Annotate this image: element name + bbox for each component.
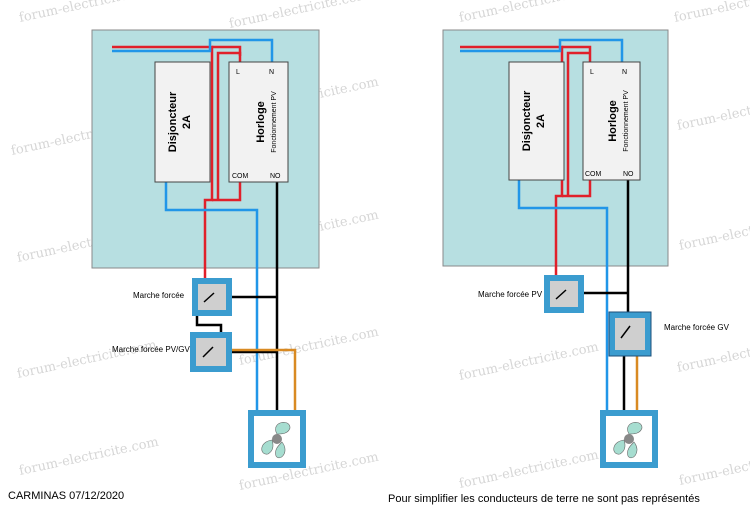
left-clock-title: Horloge — [255, 101, 267, 143]
watermark-text: forum-electricite.com — [678, 445, 750, 489]
watermark-text: forum-electricite.com — [678, 210, 750, 254]
left-com-to-phase — [212, 182, 242, 202]
left-phase-to-clock-L — [212, 45, 242, 62]
left-diagram: Disjoncteur 2A Horloge Fonctionnement PV… — [91, 29, 320, 468]
right-neutral-to-fan — [517, 180, 609, 412]
left-breaker-box — [154, 61, 211, 183]
fan-icon — [613, 422, 643, 459]
right-fan — [600, 410, 658, 468]
right-switch1-label: Marche forcée PV — [478, 290, 543, 299]
watermark-text: forum-electricite.com — [228, 0, 370, 32]
right-neutral-to-clock-N — [554, 38, 624, 62]
left-switch2-label: Marche forcée PV/GV — [112, 345, 190, 354]
watermark-text: forum-electricite.com — [18, 0, 160, 26]
watermark-text: forum-electricite.com — [18, 435, 160, 479]
right-clock-terminal-l: L — [590, 69, 594, 76]
left-breaker-line2: 2A — [181, 115, 193, 129]
watermark-text: forum-electricite.com — [238, 325, 380, 369]
left-fan — [248, 410, 306, 468]
right-diagram: Disjoncteur 2A Horloge Fonctionnement PV… — [442, 29, 730, 468]
left-switch2 — [190, 332, 232, 372]
right-phase-loop — [566, 51, 590, 196]
right-clock-title: Horloge — [607, 100, 619, 142]
left-phase-loop — [216, 51, 242, 200]
right-breaker-line2: 2A — [535, 114, 547, 128]
switch-toggle-icon — [203, 292, 215, 303]
watermark-text: forum-electricite.com — [673, 0, 750, 26]
right-clock-subtitle: Fonctionnement PV — [623, 90, 630, 152]
right-switch1 — [544, 275, 584, 313]
left-switch2-gv — [226, 348, 297, 412]
right-switch2-label: Marche forcée GV — [664, 323, 730, 332]
footer-note: Pour simplifier les conducteurs de terre… — [388, 493, 700, 505]
left-clock-terminal-l: L — [236, 69, 240, 76]
left-clock-box — [228, 61, 289, 183]
left-clock-terminal-n: N — [269, 69, 274, 76]
right-phase-to-clock-L — [562, 45, 592, 62]
right-clock-box — [582, 61, 641, 181]
left-clock-terminal-no: NO — [270, 173, 281, 180]
right-wires — [460, 38, 639, 412]
watermark-text: forum-electricite.com — [458, 340, 600, 384]
switch-toggle-icon — [620, 325, 631, 339]
watermark-text: forum-electricite.com — [458, 0, 600, 26]
right-clock-terminal-n: N — [622, 69, 627, 76]
switch-toggle-icon — [202, 346, 214, 358]
right-breaker-line1: Disjoncteur — [521, 90, 533, 151]
right-com-to-phase — [562, 180, 592, 198]
watermark-text: forum-electricite.com — [676, 332, 750, 376]
switch-toggle-icon — [555, 289, 567, 300]
left-switch1-label: Marche forcée — [133, 291, 185, 300]
left-breaker-line1: Disjoncteur — [167, 91, 179, 152]
right-clock-terminal-com: COM — [585, 171, 602, 178]
right-switch2 — [608, 311, 652, 357]
footer-author: CARMINAS 07/12/2020 — [8, 490, 124, 502]
watermark-text: forum-electricite.com — [676, 90, 750, 134]
right-clock-terminal-no: NO — [623, 171, 634, 178]
right-breaker-box — [508, 61, 565, 181]
fan-icon — [261, 422, 291, 459]
left-clock-terminal-com: COM — [232, 173, 249, 180]
left-clock-subtitle: Fonctionnement PV — [271, 91, 278, 153]
watermark-text: forum-electricite.com — [458, 448, 600, 492]
left-neutral-to-fan — [164, 182, 259, 412]
left-neutral-to-clock-N — [203, 38, 274, 62]
left-switch1 — [192, 278, 232, 316]
